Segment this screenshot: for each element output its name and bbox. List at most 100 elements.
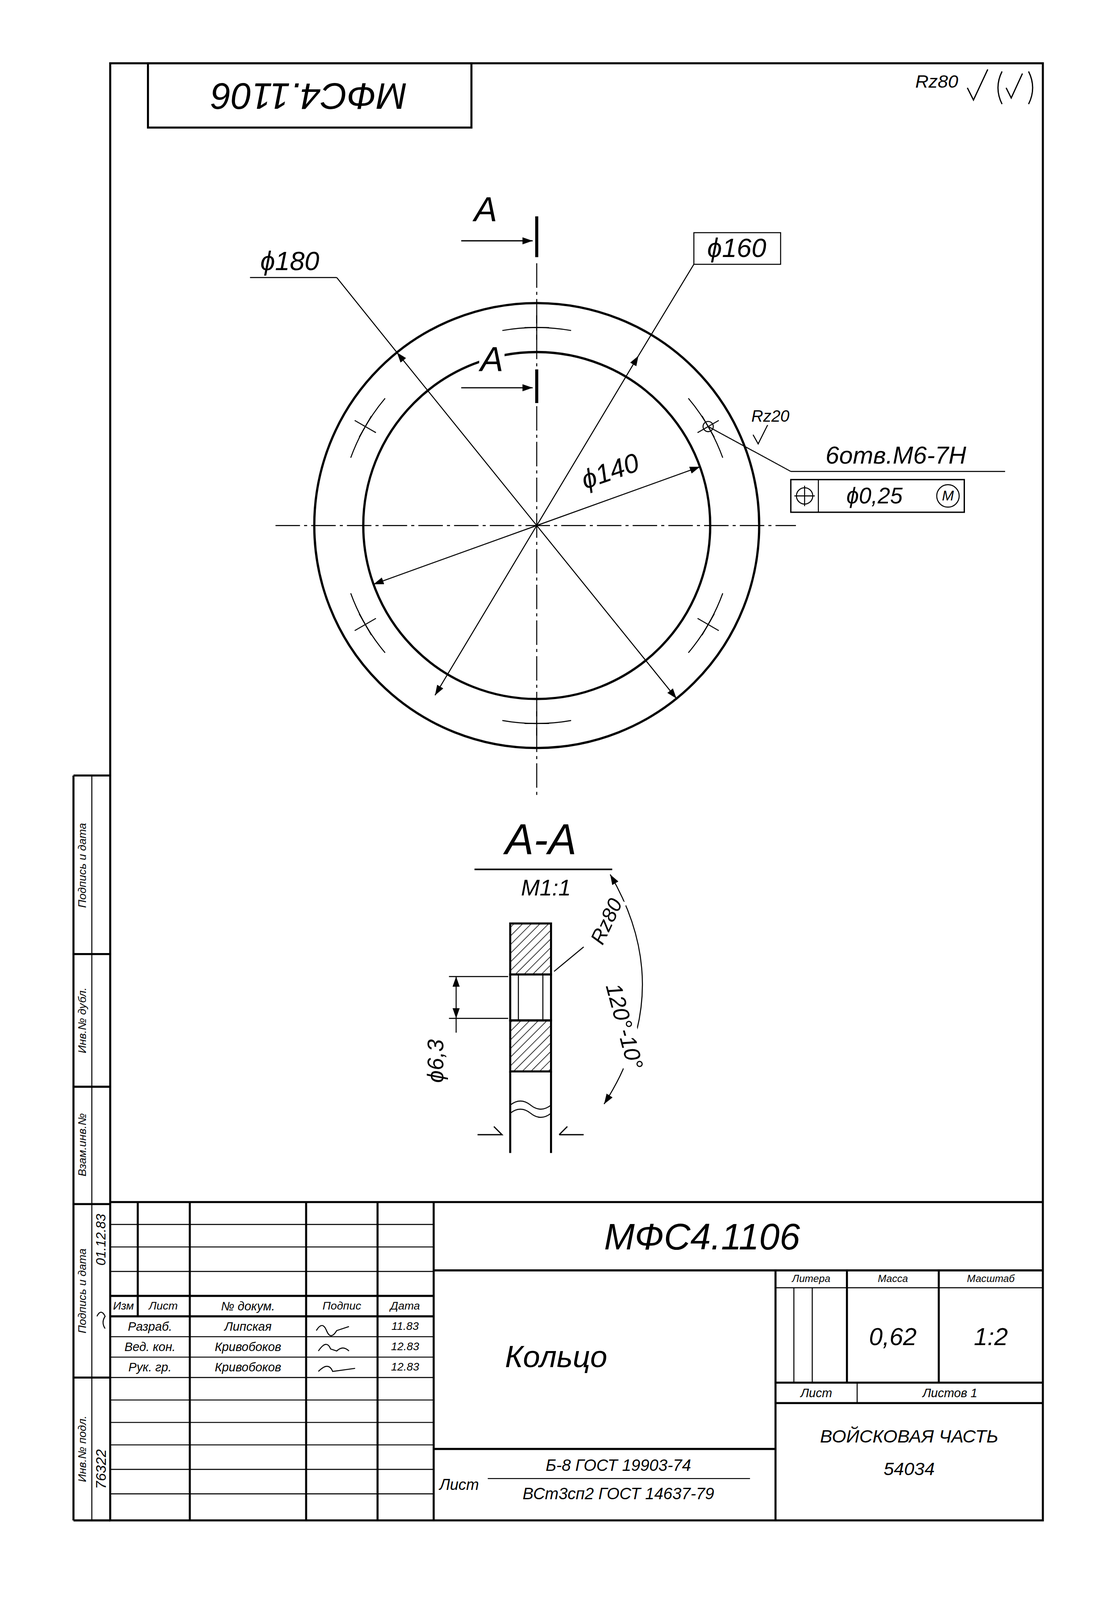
section-view [510,1020,551,1072]
drawing-label: Изм [111,1300,136,1313]
hole-callout [804,485,805,506]
section-view [474,868,613,871]
dimension-line [249,276,337,278]
title-block [433,1448,776,1451]
left-strip [96,1312,106,1329]
title-block [775,1287,1043,1288]
bolt-circle [350,398,385,459]
drawing-label: 12.83 [389,1340,421,1353]
section-view [510,1109,551,1118]
left-strip [91,775,93,1521]
sheet-frame [110,63,1043,1521]
hole-callout [708,426,791,472]
title-block [110,1376,434,1378]
title-block [110,1271,434,1272]
section-view [550,1071,553,1154]
drawing-label: Подпись и дата [76,821,89,909]
title-block [110,1399,434,1401]
bolt-circle [688,398,723,459]
drawing-label: ϕ6,3 [423,1038,448,1085]
section-arrow [461,216,537,404]
title-block [110,1444,434,1446]
bolt-circle [359,415,372,437]
dimension-line [638,264,694,356]
section-view [510,974,551,1021]
roughness-symbol [1028,71,1033,105]
section-view [455,1018,457,1033]
title-block [110,1224,434,1225]
title-block [110,1315,434,1318]
drawing-label: Вед. кон. [123,1340,177,1354]
sheet-frame [147,63,472,128]
drawing-label: Масса [876,1273,910,1284]
drawing-label: Липская [223,1320,273,1333]
drawing-label: № докум. [219,1299,277,1313]
signature [318,1344,349,1352]
section-view [455,976,457,1019]
title-block [811,1287,813,1383]
drawing-label: Подпись и дата [76,1246,89,1335]
drawing-label: Rz80 [585,894,627,949]
drawing-label: 01.12.83 [93,1212,108,1267]
drawing-label: МФС4.1106 [602,1217,802,1256]
left-strip [73,774,111,777]
roughness-symbol [967,69,1033,105]
bolt-circle [702,613,715,636]
center-line [275,263,796,796]
drawing-label: Лист [799,1386,834,1399]
section-view [510,1100,551,1109]
title-block [110,1201,1043,1204]
title-block [432,1202,435,1521]
section-view [477,1126,584,1135]
signature [316,1325,349,1336]
title-block [110,1202,1043,1521]
bolt-circle [524,326,550,328]
section-arrow [535,369,539,404]
hole-callout [790,470,1006,472]
drawing-label: Разраб. [126,1320,174,1333]
title-block [110,1294,434,1297]
drawing-label: 1:2 [972,1323,1009,1350]
left-strip [73,1376,111,1379]
title-block [110,1246,434,1248]
drawing-label: Листов 1 [921,1386,979,1399]
title-block [856,1382,858,1404]
drawing-label: Инв.№ дубл. [76,986,89,1055]
section-view [448,975,509,977]
drawing-label: ВОЙСКОВАЯ ЧАСТЬ [818,1427,1000,1447]
section-view [542,974,544,1021]
left-strip [73,953,111,956]
roughness-symbol [967,69,988,100]
title-block [793,1287,795,1383]
drawing-label: Инв.№ подл. [76,1414,89,1484]
drawing-label: ВСт3сп2 ГОСТ 14637-79 [521,1485,716,1503]
drawing-label: ϕ160 [705,234,768,263]
dimension-line [373,466,700,585]
title-block [433,1269,1043,1272]
section-view [510,923,551,975]
drawing-label: Кольцо [503,1340,609,1374]
drawing-label: 0,62 [867,1323,918,1350]
dimension-line [693,232,781,265]
section-view [554,947,584,972]
bolt-circle [688,593,723,653]
title-block [487,1478,750,1479]
section-arrow [461,386,533,389]
section-arrow [461,240,533,242]
drawing-label: ϕ0,25 [845,483,904,508]
dimension-line [249,232,781,699]
section-arrow [535,216,539,258]
drawing-label: Лист [147,1300,179,1313]
drawing-label: ϕ180 [259,247,321,276]
drawing-label: Взам.инв.№ [76,1111,89,1178]
hole-callout [753,423,769,444]
title-block [110,1493,434,1495]
left-strip [73,1202,111,1206]
hole-callout [790,479,965,513]
title-block [775,1401,1043,1405]
hole-callout [818,479,819,513]
drawing-label: Дата [389,1300,422,1313]
drawing-label: Лист [438,1476,481,1493]
bolt-circle [524,723,550,725]
